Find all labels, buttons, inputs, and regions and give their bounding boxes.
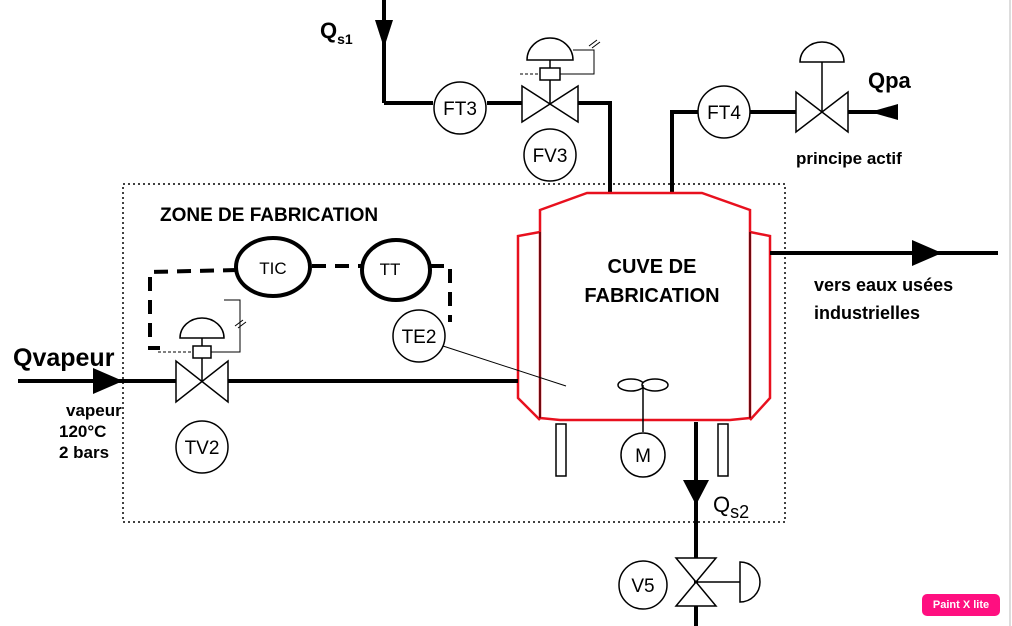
cuve-vessel[interactable]	[516, 191, 772, 477]
control-loop-signal	[148, 264, 452, 350]
svg-text:FT3: FT3	[443, 99, 477, 120]
te2-sensor[interactable]: TE2	[392, 309, 446, 363]
principe-actif-label: principe actif	[796, 149, 902, 168]
cuve-label-2: FABRICATION	[584, 285, 719, 307]
fv3-tag: FV3	[523, 128, 577, 182]
te2-leader	[442, 345, 567, 387]
eaux-label-1: vers eaux usées	[814, 275, 953, 295]
tic-controller[interactable]: TIC	[234, 236, 312, 298]
vapeur-label-3: 2 bars	[59, 443, 109, 462]
qs1-label: Qs1	[320, 18, 353, 47]
svg-text:FT4: FT4	[707, 103, 741, 124]
svg-text:TT: TT	[380, 260, 401, 279]
tv2-tag: TV2	[175, 420, 229, 474]
qpa-line	[670, 104, 898, 205]
qvapeur-label: Qvapeur	[13, 344, 115, 372]
eaux-label-2: industrielles	[814, 303, 920, 323]
v5-tag: V5	[618, 560, 668, 610]
svg-text:TE2: TE2	[402, 327, 437, 348]
motor[interactable]: M	[620, 432, 666, 478]
paint-x-lite-badge: Paint X lite	[922, 594, 1000, 616]
tv2-valve[interactable]	[158, 299, 247, 404]
fv3-valve[interactable]	[520, 37, 601, 124]
steam-line	[18, 368, 518, 394]
svg-text:V5: V5	[631, 576, 654, 597]
svg-text:FV3: FV3	[533, 146, 568, 167]
qs2-label: Qs2	[713, 492, 749, 522]
qs1-line	[375, 0, 612, 204]
vapeur-label-1: vapeur	[66, 401, 122, 420]
ft3-transmitter[interactable]: FT3	[433, 81, 487, 135]
v5-valve[interactable]	[674, 557, 761, 607]
zone-label: ZONE DE FABRICATION	[160, 205, 378, 226]
qpa-label: Qpa	[868, 68, 912, 93]
svg-text:TIC: TIC	[259, 259, 286, 278]
tt-transmitter[interactable]: TT	[360, 238, 432, 302]
vapeur-label-2: 120°C	[59, 422, 106, 441]
agitator	[617, 378, 669, 432]
ft4-transmitter[interactable]: FT4	[697, 85, 751, 139]
svg-text:M: M	[635, 446, 651, 467]
outlet-eaux-usees	[770, 240, 998, 266]
pa-valve[interactable]	[795, 41, 849, 134]
svg-text:TV2: TV2	[185, 438, 220, 459]
zone-boundary	[122, 183, 786, 523]
cuve-label-1: CUVE DE	[608, 256, 697, 278]
